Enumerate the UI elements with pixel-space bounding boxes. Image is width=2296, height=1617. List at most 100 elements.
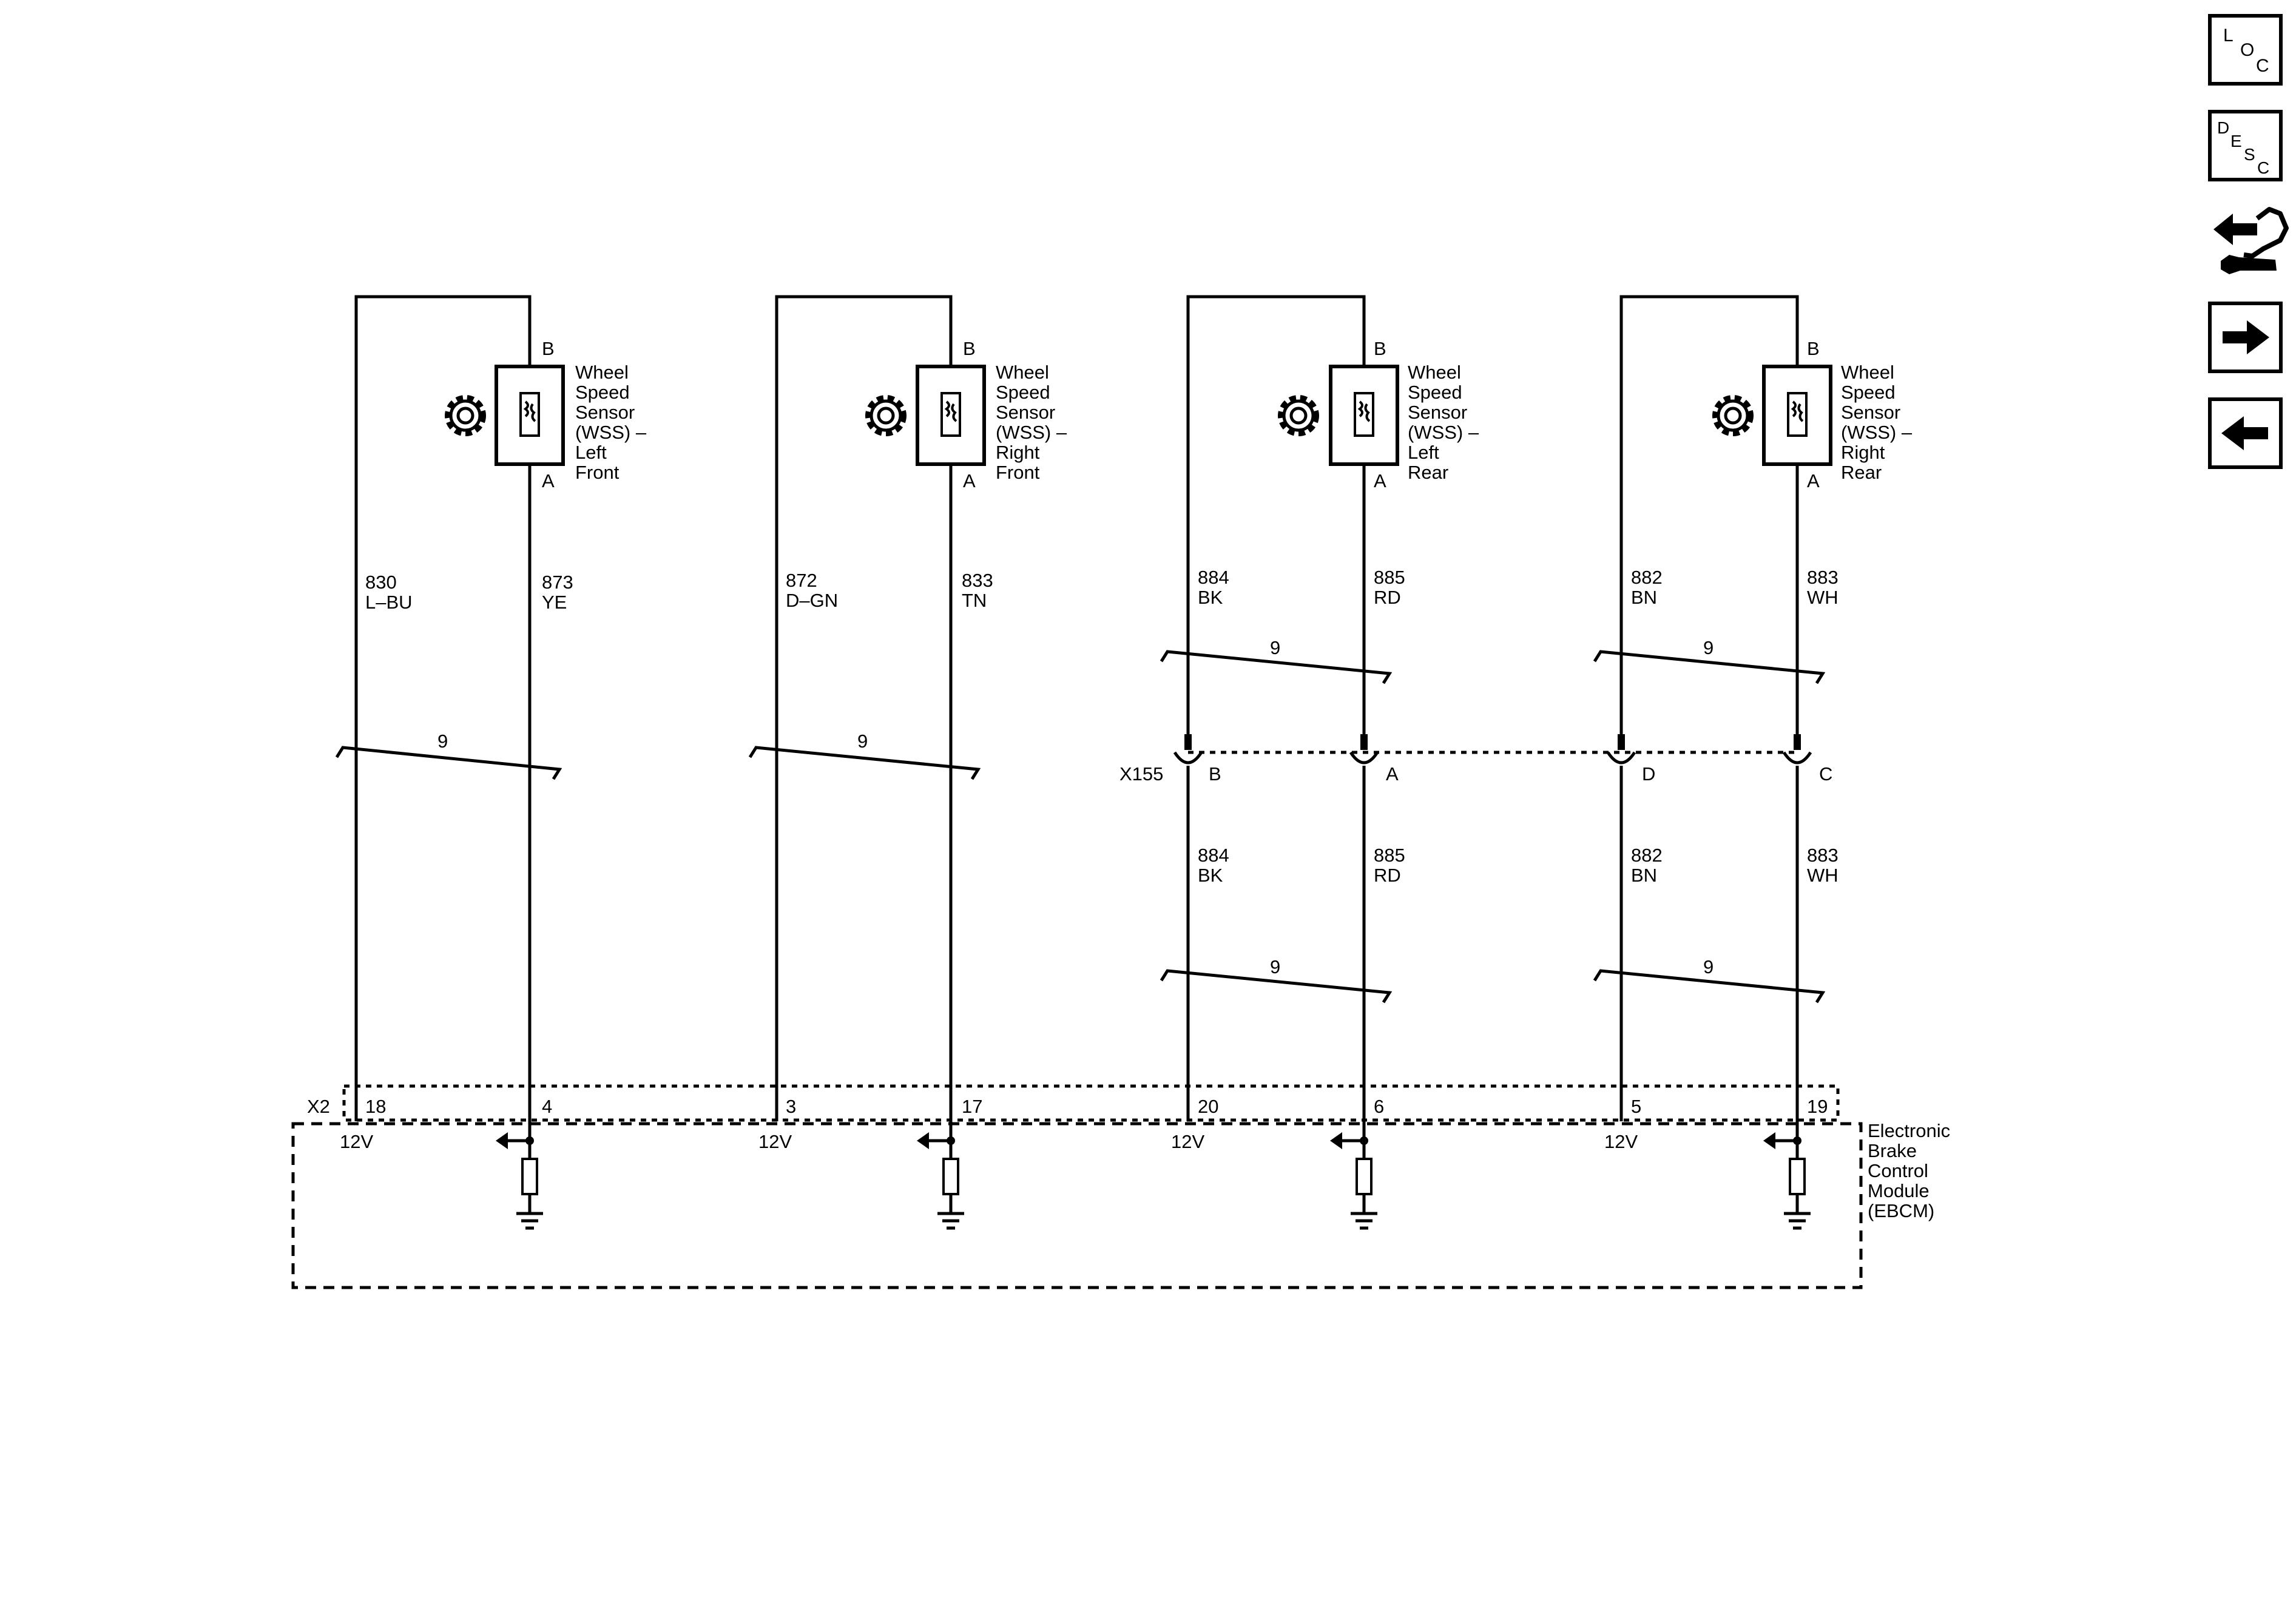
previous-button[interactable] bbox=[2208, 397, 2283, 469]
gear-icon bbox=[1278, 395, 1319, 436]
svg-text:Speed: Speed bbox=[1408, 382, 1462, 403]
svg-text:Left: Left bbox=[1408, 442, 1439, 463]
connector-pin-female bbox=[1173, 751, 1203, 765]
signal-input-circuit bbox=[496, 1121, 543, 1230]
wire-color: D–GN bbox=[786, 590, 838, 611]
connector-pin-male bbox=[1184, 734, 1192, 750]
ebcm-pin-number: 18 bbox=[365, 1096, 386, 1117]
ebcm-name-label: Electronic Brake Control Module (EBCM) bbox=[1868, 1120, 1950, 1221]
svg-text:Wheel: Wheel bbox=[996, 362, 1049, 383]
pin-a-label: A bbox=[963, 470, 976, 491]
twist-label: 9 bbox=[437, 731, 448, 752]
ebcm-pin-number: 3 bbox=[786, 1096, 796, 1117]
pin-b-label: B bbox=[542, 338, 555, 359]
svg-text:(WSS) –: (WSS) – bbox=[575, 422, 647, 443]
circuit-number: 884 bbox=[1198, 845, 1229, 866]
wire-884 bbox=[1186, 295, 1366, 735]
gear-icon bbox=[865, 395, 907, 436]
wire-color: BN bbox=[1631, 865, 1657, 886]
connector-label: X155 bbox=[1119, 763, 1163, 785]
svg-text:(EBCM): (EBCM) bbox=[1868, 1200, 1934, 1221]
twist-label: 9 bbox=[1703, 637, 1714, 658]
svg-text:Right: Right bbox=[996, 442, 1040, 463]
ebcm-pin-number: 20 bbox=[1198, 1096, 1218, 1117]
pin-b-label: B bbox=[1807, 338, 1820, 359]
wss-left-rear-element bbox=[1354, 392, 1374, 437]
signal-input-circuit bbox=[1330, 1121, 1377, 1230]
wire-color: WH bbox=[1807, 587, 1838, 608]
connector-pin-label: D bbox=[1642, 763, 1655, 785]
svg-text:(WSS) –: (WSS) – bbox=[1408, 422, 1479, 443]
circuit-number: 873 bbox=[542, 572, 573, 593]
pin-a-label: A bbox=[542, 470, 555, 491]
svg-text:(WSS) –: (WSS) – bbox=[996, 422, 1067, 443]
circuit-number: 833 bbox=[962, 570, 993, 591]
wss-inductor-glyph bbox=[1791, 400, 1804, 422]
desc-button[interactable]: D E S C bbox=[2208, 110, 2283, 181]
svg-text:Right: Right bbox=[1841, 442, 1885, 463]
sensor-name-label: Wheel Speed Sensor (WSS) – Right Front bbox=[996, 362, 1067, 483]
wire-830 bbox=[354, 295, 532, 1121]
circuit-number: 885 bbox=[1374, 845, 1405, 866]
svg-text:Speed: Speed bbox=[575, 382, 630, 403]
wire-color: BK bbox=[1198, 865, 1223, 886]
wss-right-rear-element bbox=[1787, 392, 1808, 437]
twisted-pair-marker bbox=[335, 746, 562, 780]
pin-a-label: A bbox=[1374, 470, 1386, 491]
signal-input-circuit bbox=[1763, 1121, 1811, 1230]
ebcm-connector-x2-outline bbox=[342, 1084, 1840, 1122]
loc-button[interactable]: L O C bbox=[2208, 14, 2283, 86]
twisted-pair-marker bbox=[748, 746, 981, 780]
sensor-group-right-front: B A Wheel Speed Sensor (WSS) – Right Fro… bbox=[748, 295, 1067, 1121]
wire-color: BK bbox=[1198, 587, 1223, 608]
desc-letter: C bbox=[2257, 158, 2269, 177]
ebcm-pin-number: 5 bbox=[1631, 1096, 1641, 1117]
twisted-pair-marker bbox=[1160, 650, 1393, 684]
supply-voltage-label: 12V bbox=[758, 1131, 792, 1152]
circuit-number: 883 bbox=[1807, 567, 1838, 588]
connector-repair-icon[interactable] bbox=[2213, 207, 2289, 274]
connector-pin-male bbox=[1618, 734, 1625, 750]
arrow-left-icon bbox=[2221, 416, 2268, 450]
sensor-name-label: Wheel Speed Sensor (WSS) – Right Rear bbox=[1841, 362, 1913, 483]
wss-inductor-glyph bbox=[944, 400, 957, 422]
next-button[interactable] bbox=[2208, 302, 2283, 373]
wss-right-front-element bbox=[940, 392, 961, 437]
signal-input-circuit bbox=[917, 1121, 964, 1230]
wire-color: L–BU bbox=[365, 592, 413, 613]
ebcm-module-outline bbox=[291, 1122, 1863, 1289]
circuit-number: 885 bbox=[1374, 567, 1405, 588]
circuit-number: 872 bbox=[786, 570, 817, 591]
twist-label: 9 bbox=[857, 731, 868, 752]
svg-text:Front: Front bbox=[575, 462, 620, 483]
svg-text:Speed: Speed bbox=[996, 382, 1050, 403]
svg-text:Rear: Rear bbox=[1841, 462, 1882, 483]
supply-voltage-label: 12V bbox=[1171, 1131, 1204, 1152]
circuit-number: 884 bbox=[1198, 567, 1229, 588]
svg-text:Control: Control bbox=[1868, 1160, 1928, 1181]
inline-connector-x155: X155 bbox=[1119, 734, 1812, 785]
svg-text:(WSS) –: (WSS) – bbox=[1841, 422, 1913, 443]
connector-pin-female bbox=[1782, 751, 1812, 765]
svg-text:Left: Left bbox=[575, 442, 607, 463]
twisted-pair-marker bbox=[1593, 650, 1826, 684]
wire-color: WH bbox=[1807, 865, 1838, 886]
desc-letter: E bbox=[2230, 132, 2242, 150]
twist-label: 9 bbox=[1703, 956, 1714, 977]
connector-pin-male bbox=[1360, 734, 1368, 750]
wire-color: TN bbox=[962, 590, 987, 611]
circuit-number: 830 bbox=[365, 572, 397, 593]
pin-b-label: B bbox=[1374, 338, 1386, 359]
wss-inductor-glyph bbox=[1357, 400, 1371, 422]
wire-882 bbox=[1619, 295, 1799, 735]
ebcm-module: X2 Electronic Brake Control Module (EBCM… bbox=[291, 1084, 1950, 1289]
loc-letter: L bbox=[2223, 25, 2234, 46]
ebcm-pin-number: 4 bbox=[542, 1096, 552, 1117]
circuit-number: 883 bbox=[1807, 845, 1838, 866]
svg-text:Wheel: Wheel bbox=[575, 362, 629, 383]
twisted-pair-marker bbox=[1160, 969, 1393, 1004]
connector-pin-label: A bbox=[1386, 763, 1399, 785]
sensor-name-label: Wheel Speed Sensor (WSS) – Left Rear bbox=[1408, 362, 1479, 483]
connector-pin-male bbox=[1794, 734, 1801, 750]
gear-icon bbox=[445, 395, 486, 436]
